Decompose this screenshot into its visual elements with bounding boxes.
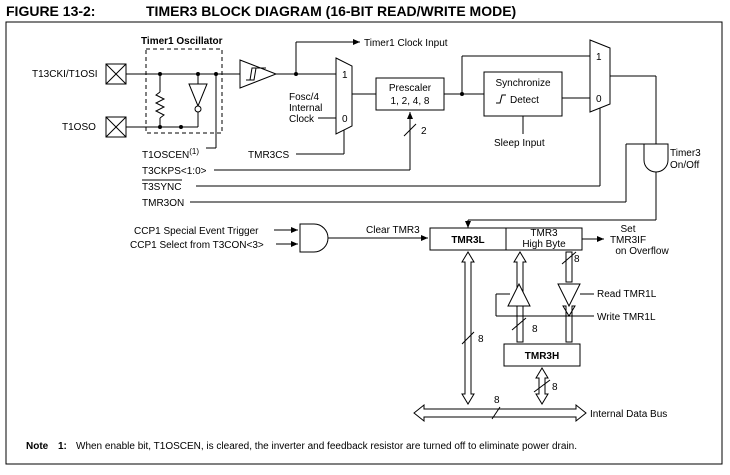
prescaler-values: 1, 2, 4, 8 <box>391 96 430 107</box>
tmr3l-label: TMR3L <box>451 235 484 246</box>
read-tmr1l-label: Read TMR1L <box>597 289 657 300</box>
prescaler-title: Prescaler <box>389 83 432 94</box>
oscillator-wiring <box>126 72 240 149</box>
note-text: When enable bit, T1OSCEN, is cleared, th… <box>76 441 577 452</box>
tmr3h-register <box>503 343 581 367</box>
note-number: 1: <box>58 441 67 452</box>
fosc-line1: Fosc/4 <box>289 92 319 103</box>
sync-line2: Detect <box>510 95 539 106</box>
clear-tmr3-label: Clear TMR3 <box>366 225 420 236</box>
t1oso-pin-icon <box>105 116 127 138</box>
synchronize-block <box>483 71 563 117</box>
timer3-onoff-1: Timer3 <box>670 148 701 159</box>
t1oso-label: T1OSO <box>62 122 96 133</box>
tmr3on-label: TMR3ON <box>142 198 184 209</box>
fosc-line3: Clock <box>289 114 315 125</box>
note-label: Note <box>26 441 49 452</box>
internal-data-bus-label: Internal Data Bus <box>590 409 667 420</box>
timer3-onoff-2: On/Off <box>670 160 699 171</box>
and-gate-timer3 <box>643 143 669 173</box>
t3sync-label: T3SYNC <box>142 182 181 193</box>
mux1-in0: 0 <box>342 114 348 125</box>
tmr3cs-label: TMR3CS <box>248 150 289 161</box>
and-gate-ccp1 <box>299 223 329 253</box>
schmitt-trigger-icon <box>239 59 278 89</box>
figure-number: FIGURE 13-2: <box>6 3 96 19</box>
internal-data-bus <box>413 403 587 423</box>
ccp1-trigger-label: CCP1 Special Event Trigger <box>134 226 259 237</box>
timer1-clock-input-label: Timer1 Clock Input <box>364 38 448 49</box>
bus8-e: 8 <box>494 395 500 406</box>
mux1-in1: 1 <box>342 70 348 81</box>
set-line1: Set <box>620 224 635 235</box>
write-buffer-icon <box>507 282 531 307</box>
tmr3l-bus <box>461 251 475 405</box>
fosc-line2: Internal <box>289 103 322 114</box>
bus8-a: 8 <box>478 334 484 345</box>
tmr3-high-2: High Byte <box>522 239 566 250</box>
t1oscen-label: T1OSCEN(1) <box>142 147 199 161</box>
mux2-in0: 0 <box>596 94 602 105</box>
mux1 <box>335 57 353 135</box>
prescaler-bus-width: 2 <box>421 126 427 137</box>
read-buffer-icon <box>557 283 581 308</box>
tmr3-high-1: TMR3 <box>530 228 558 239</box>
figure-frame <box>5 21 723 465</box>
t3ckps-label: T3CKPS<1:0> <box>142 166 207 177</box>
oscillator-box <box>145 48 223 134</box>
edge-icon <box>496 94 506 104</box>
prescaler-block <box>375 77 445 111</box>
bus8-c: 8 <box>574 254 580 265</box>
mux2-in1: 1 <box>596 52 602 63</box>
tmr3h-bus <box>533 367 551 405</box>
mux2 <box>589 39 611 113</box>
tmr3h-label: TMR3H <box>525 351 559 362</box>
figure-title: TIMER3 BLOCK DIAGRAM (16-BIT READ/WRITE … <box>146 3 517 19</box>
timer1-oscillator-label: Timer1 Oscillator <box>141 36 223 47</box>
bus8-d: 8 <box>552 382 558 393</box>
ccp1-select-label: CCP1 Select from T3CON<3> <box>130 240 264 251</box>
set-line3: on Overflow <box>615 246 669 257</box>
sleep-input-label: Sleep Input <box>494 138 545 149</box>
t13cki-label: T13CKI/T1OSI <box>32 69 98 80</box>
set-line2: TMR3IF <box>610 235 646 246</box>
write-tmr1l-label: Write TMR1L <box>597 312 656 323</box>
t13cki-pin-icon <box>105 63 127 85</box>
bus8-b: 8 <box>532 324 538 335</box>
sync-line1: Synchronize <box>495 78 550 89</box>
